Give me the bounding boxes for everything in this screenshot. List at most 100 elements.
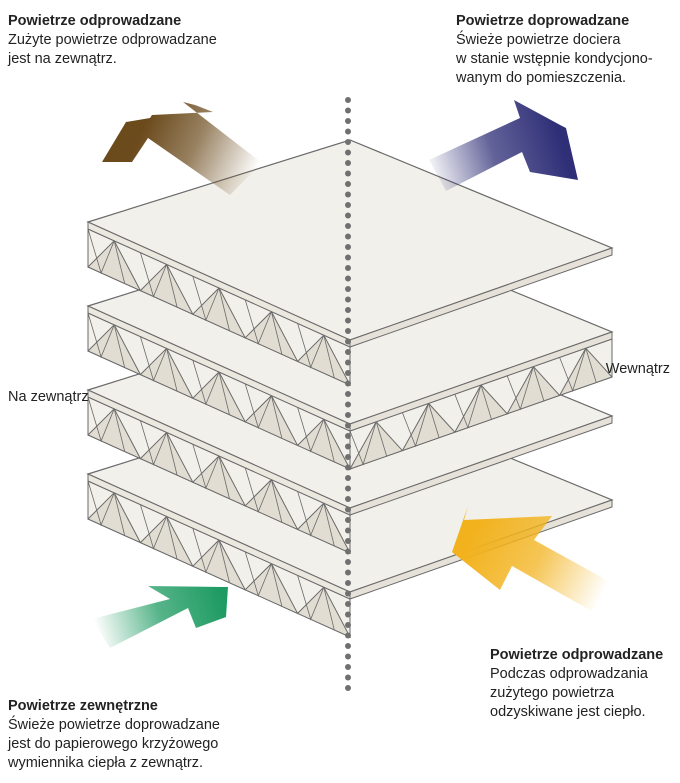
fin-fold (87, 312, 115, 359)
fin-fold (297, 323, 325, 369)
fin-fold (140, 420, 167, 466)
divider-dot (345, 118, 351, 124)
divider-dot (345, 296, 351, 303)
divider-dot (345, 380, 351, 387)
fin-triangle (191, 287, 247, 339)
divider-dot (345, 622, 351, 628)
exhaust-out-line-1: Zużyte powietrze odprowadzane (8, 32, 217, 48)
fin-triangle (296, 418, 352, 471)
divider-dot (345, 580, 351, 586)
fin-triangle (87, 323, 142, 376)
exhaust-out-arrow-icon (102, 102, 262, 195)
divider-dot (345, 107, 351, 114)
divider-dot (345, 454, 351, 460)
fin-triangle (87, 407, 142, 460)
fins-right (348, 338, 613, 470)
fin-fold (192, 528, 220, 574)
fin-fold (506, 366, 534, 411)
fin-fold (140, 336, 167, 382)
exhaust-out-line-2: jest na zewnątrz. (8, 51, 117, 67)
fins-left-bottom (87, 480, 352, 639)
fins-left (87, 228, 352, 387)
divider-dot (345, 412, 351, 418)
divider-dot (345, 328, 351, 334)
fin-fold (87, 228, 115, 275)
fin-triangle (401, 402, 456, 452)
plate-edge-right (349, 415, 613, 516)
divider-dot (345, 464, 351, 471)
fin-fold (87, 396, 115, 443)
plate-edge-right (349, 331, 613, 432)
fin-fold (166, 516, 178, 560)
supply-in-line-2: w stanie wstępnie kondycjono- (456, 51, 653, 67)
fin-fold (480, 384, 492, 420)
fin-triangle (244, 478, 299, 531)
fin-fold (140, 252, 167, 298)
fin-fold (323, 335, 335, 379)
exhaust-in-line-3: odzyskiwane jest ciepło. (490, 704, 646, 720)
fin-fold (297, 491, 325, 537)
supply-in-text-block: Powietrze doprowadzane Świeże powietrze … (456, 12, 653, 88)
divider-dot (345, 149, 351, 156)
fin-triangle (87, 239, 142, 292)
outdoor-in-arrow-icon (92, 586, 228, 648)
fin-fold (166, 264, 178, 308)
divider-dot (345, 538, 351, 544)
fin-layer (87, 396, 352, 555)
fin-triangle (296, 502, 352, 555)
divider-dot (345, 569, 351, 576)
fin-fold (323, 587, 335, 631)
fin-fold (297, 407, 325, 453)
fin-fold (244, 383, 272, 429)
fin-fold (244, 551, 272, 597)
divider-dot (345, 485, 351, 492)
fin-fold (218, 287, 230, 331)
fin-triangle (244, 562, 299, 615)
divider-dot (345, 139, 351, 145)
divider-dot (345, 275, 351, 282)
fin-fold (218, 371, 230, 415)
fin-triangle (139, 431, 194, 484)
fin-fold (454, 384, 482, 429)
divider-dot (345, 643, 351, 649)
divider-dot (345, 202, 351, 208)
fin-triangle (506, 365, 561, 415)
divider-dot (345, 653, 351, 660)
supply-in-arrow-icon (429, 100, 578, 191)
divider-dot (345, 128, 351, 135)
arrows (92, 100, 612, 648)
fin-triangle (244, 394, 299, 447)
divider-dot (345, 223, 351, 229)
divider-dot (345, 422, 351, 429)
fin-fold (192, 360, 220, 406)
divider-dot (345, 244, 351, 250)
divider-dot (345, 611, 351, 618)
fin-fold (218, 455, 230, 499)
divider-dot (345, 475, 351, 481)
fin-fold (244, 299, 272, 345)
fin-fold (585, 348, 597, 383)
divider-dot (345, 160, 351, 166)
fin-fold (166, 348, 178, 392)
fin-triangle (139, 515, 194, 568)
divider-dot (345, 517, 351, 523)
divider-dot (345, 632, 351, 639)
fin-fold (113, 408, 126, 452)
divider-dot (345, 685, 351, 691)
fin-triangle (348, 420, 404, 470)
divider-dot (345, 317, 351, 324)
fin-fold (218, 539, 230, 583)
outdoor-in-line-1: Świeże powietrze doprowadzane (8, 717, 220, 733)
fin-fold (271, 479, 283, 523)
supply-in-line-1: Świeże powietrze dociera (456, 32, 621, 48)
divider-dot (345, 548, 351, 555)
fin-fold (113, 492, 126, 536)
divider-dot (345, 212, 351, 219)
exhaust-in-line-1: Podczas odprowadzania (490, 666, 648, 682)
fin-triangle (139, 347, 194, 400)
divider-dot (345, 338, 351, 345)
fin-fold (323, 419, 335, 463)
divider-dotted-line (345, 97, 351, 691)
divider-dot (345, 590, 351, 597)
